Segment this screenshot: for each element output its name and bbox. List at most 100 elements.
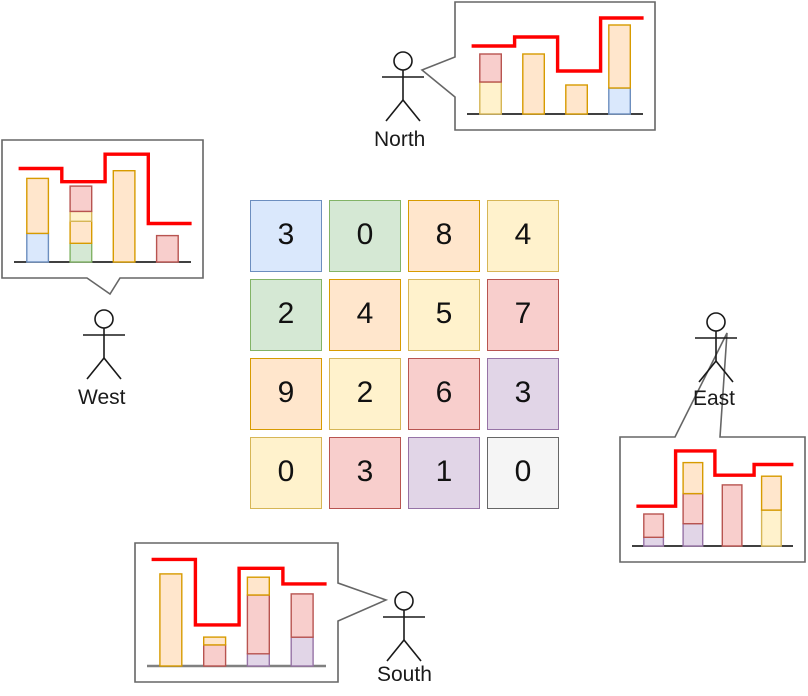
bar-segment xyxy=(69,185,93,213)
bar-segment xyxy=(565,84,588,115)
callout-west[interactable] xyxy=(1,139,204,296)
grid-cell-value: 5 xyxy=(435,297,453,330)
bar-group xyxy=(522,53,545,115)
bar-group xyxy=(26,177,50,263)
stick-figure-north[interactable] xyxy=(382,51,424,122)
grid-cell-value: 4 xyxy=(514,218,532,251)
stick-figure-east[interactable] xyxy=(695,312,737,383)
chart-threshold-line xyxy=(636,449,794,508)
bar-segment xyxy=(69,210,93,222)
bar-segment xyxy=(721,484,743,547)
bar-group xyxy=(159,573,183,667)
bar-segment xyxy=(202,636,227,646)
bar-segment xyxy=(608,24,631,89)
chart-west xyxy=(14,152,192,263)
bar-segment xyxy=(26,232,50,263)
grid-cell-value: 2 xyxy=(356,376,374,409)
grid-cell-value: 3 xyxy=(277,218,295,251)
bar-segment xyxy=(643,513,665,538)
grid-cell[interactable]: 0 xyxy=(329,200,401,272)
grid-cell[interactable]: 0 xyxy=(250,437,322,509)
grid-cell-value: 3 xyxy=(356,455,374,488)
bar-segment xyxy=(608,87,631,115)
figure-leg-right-icon xyxy=(715,360,734,383)
grid-cell[interactable]: 8 xyxy=(408,200,480,272)
bar-group xyxy=(202,636,227,667)
bar-segment xyxy=(246,653,270,667)
grid-cell-value: 1 xyxy=(435,455,453,488)
person-label-east: East xyxy=(693,387,736,410)
number-grid: 3 0 8 4 2 4 5 7 9 2 6 3 0 3 1 0 xyxy=(250,200,559,509)
grid-cell-value: 8 xyxy=(435,218,453,251)
grid-cell[interactable]: 0 xyxy=(487,437,559,509)
bar-segment xyxy=(643,536,665,547)
bar-group xyxy=(246,576,270,667)
chart-threshold-line xyxy=(151,557,327,627)
bar-group xyxy=(479,53,502,115)
bar-segment xyxy=(159,573,183,667)
bar-segment xyxy=(522,53,545,115)
figure-head-icon xyxy=(706,312,726,332)
bar-group xyxy=(643,513,665,547)
grid-cell[interactable]: 2 xyxy=(250,279,322,351)
bar-segment xyxy=(246,594,270,655)
person-label-north: North xyxy=(374,128,426,151)
grid-cell[interactable]: 3 xyxy=(250,200,322,272)
figure-leg-left-icon xyxy=(385,99,404,122)
figure-head-icon xyxy=(94,309,114,329)
bar-segment xyxy=(760,509,782,547)
stick-figure-south[interactable] xyxy=(383,591,425,662)
bar-segment xyxy=(69,220,93,245)
figure-leg-right-icon xyxy=(403,639,422,662)
bar-group xyxy=(760,475,782,547)
figure-leg-left-icon xyxy=(86,357,105,380)
bar-segment xyxy=(682,523,704,547)
grid-cell-value: 2 xyxy=(277,297,295,330)
bar-segment xyxy=(682,492,704,525)
grid-cell-value: 7 xyxy=(514,297,532,330)
figure-leg-right-icon xyxy=(402,99,421,122)
stick-figure-west[interactable] xyxy=(83,309,125,380)
chart-south xyxy=(147,557,327,668)
bar-segment xyxy=(290,636,314,667)
grid-cell[interactable]: 9 xyxy=(250,358,322,430)
grid-cell-value: 0 xyxy=(277,455,295,488)
bar-group xyxy=(721,484,743,547)
person-label-west: West xyxy=(78,386,126,409)
grid-cell[interactable]: 4 xyxy=(329,279,401,351)
bar-segment xyxy=(202,644,227,667)
grid-cell[interactable]: 5 xyxy=(408,279,480,351)
bar-group xyxy=(608,24,631,115)
bar-segment xyxy=(155,234,179,263)
bar-segment xyxy=(479,53,502,83)
bar-group xyxy=(290,593,314,667)
grid-cell-value: 9 xyxy=(277,376,295,409)
bar-group xyxy=(682,461,704,547)
figure-leg-right-icon xyxy=(103,357,122,380)
grid-cell[interactable]: 4 xyxy=(487,200,559,272)
bar-segment xyxy=(479,81,502,115)
grid-cell[interactable]: 3 xyxy=(329,437,401,509)
person-label-south: South xyxy=(377,663,432,686)
grid-cell[interactable]: 1 xyxy=(408,437,480,509)
bar-segment xyxy=(69,242,93,263)
chart-north xyxy=(467,16,644,115)
callout-bubble[interactable] xyxy=(1,139,204,296)
grid-cell-value: 3 xyxy=(514,376,532,409)
chart-threshold-line xyxy=(18,152,192,226)
bar-segment xyxy=(112,169,136,263)
chart-threshold-line xyxy=(471,16,644,73)
bar-group xyxy=(155,234,179,263)
figure-head-icon xyxy=(394,591,414,611)
chart-east xyxy=(632,449,794,547)
bar-group xyxy=(69,185,93,263)
figure-head-icon xyxy=(393,51,413,71)
grid-cell[interactable]: 2 xyxy=(329,358,401,430)
grid-cell[interactable]: 6 xyxy=(408,358,480,430)
grid-cell[interactable]: 7 xyxy=(487,279,559,351)
bar-segment xyxy=(26,177,50,235)
figure-leg-left-icon xyxy=(698,360,717,383)
bar-segment xyxy=(760,475,782,511)
grid-cell[interactable]: 3 xyxy=(487,358,559,430)
